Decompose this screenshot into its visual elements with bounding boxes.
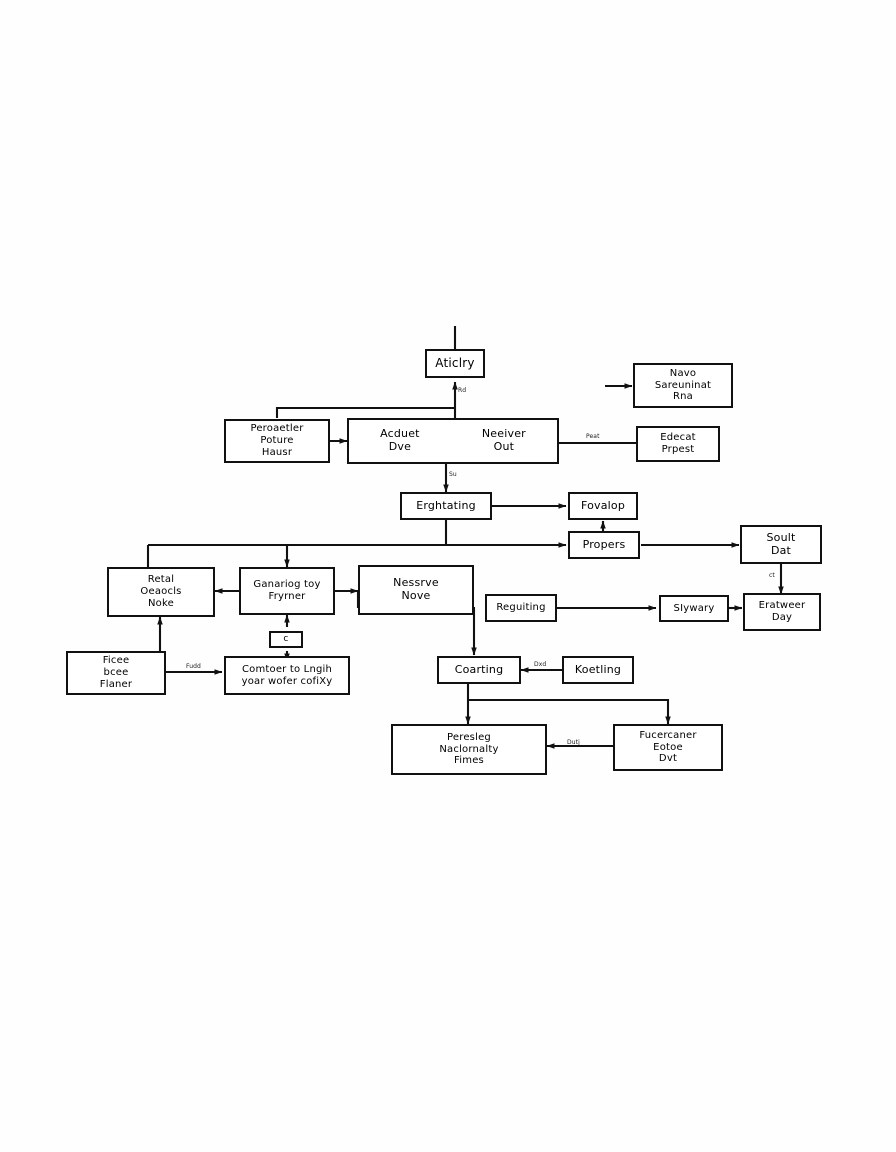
node-peroaetler-line-3: Hausr [261,446,293,458]
node-eratweer-line-2: Day [771,612,793,623]
edge-label-peat: Peat [586,433,600,440]
node-tiny-line-1: c [283,634,289,645]
node-retal-line-3: Noke [148,597,174,609]
node-ganariog-line-1: Ganariog toy [253,579,321,591]
node-peresleg-line-2: Naclornalty [439,743,499,755]
node-acduet-line-2: Dve [388,440,412,453]
edge-label-su: Su [449,471,457,478]
node-acduet-neeiver[interactable]: Acduet Dve Neeiver Out [347,418,559,464]
node-eratweer-line-1: Eratweer [758,600,806,612]
node-ficee-bcee-flaner[interactable]: Ficee bcee Flaner [66,651,166,695]
node-nessrve-nove[interactable]: Nessrve Nove [358,565,474,615]
node-comtoer-line-2: yoar wofer cofiXy [241,675,333,687]
node-peroaetler-line-1: Peroaetler [250,423,304,435]
node-retal-line-2: Oeaocls [140,586,182,598]
node-retal-oeaocls-noke[interactable]: Retal Oeaocls Noke [107,567,215,617]
node-navo-line-2: Sareuninat [654,379,712,391]
node-reguiting[interactable]: Reguiting [485,594,557,622]
node-soult-line-1: Soult [766,530,796,544]
node-peresleg-line-1: Peresleg [447,731,491,743]
node-propers[interactable]: Propers [568,531,640,559]
node-navo-sareuninat-rna[interactable]: Navo Sareuninat Rna [633,363,733,408]
node-edecat-prpest[interactable]: Edecat Prpest [636,426,720,462]
node-nessrve-line-2: Nove [401,589,431,602]
node-peresleg-naclornalty-fimes[interactable]: Peresleg Naclornalty Fimes [391,724,547,775]
node-comtoer-line-1: Comtoer to Lngih [241,663,333,675]
node-coarting[interactable]: Coarting [437,656,521,684]
node-aticlry-line-1: Aticlry [435,356,475,371]
node-acduet-line-1: Acduet [380,427,420,441]
node-reguiting-line-1: Reguiting [496,602,546,614]
node-ficee-line-1: Ficee [102,655,130,667]
edge-loop-to-peroaetler [275,406,456,418]
edge-label-fudd: Fudd [186,663,201,670]
node-comtoer-lngih[interactable]: Comtoer to Lngih yoar wofer cofiXy [224,656,350,695]
node-aticlry[interactable]: Aticlry [425,349,485,378]
node-navo-line-1: Navo [669,367,697,379]
node-sIywary[interactable]: SIywary [659,595,729,622]
edge-label-dutj: Dutj [567,739,580,746]
node-neeiver-line-2: Out [493,440,515,453]
node-ganariog-line-2: Fryrner [268,591,306,602]
node-peresleg-line-3: Fimes [454,755,484,767]
node-fucercaner-eotoe-dvt[interactable]: Fucercaner Eotoe Dvt [613,724,723,771]
node-edecat-line-2: Prpest [661,444,695,455]
node-fovalop-line-1: Fovalop [580,498,626,512]
edge-label-dxd: Dxd [534,661,547,668]
node-fovalop[interactable]: Fovalop [568,492,638,520]
node-edecat-line-1: Edecat [660,432,696,444]
node-erghtating-line-1: Erghtating [416,498,476,512]
edge-coarting-to-fucercaner [468,698,671,725]
node-acduet-group: Acduet Dve [380,427,420,454]
edge-erghtating-to-propers [444,520,567,548]
edge-label-ct: ct [769,572,775,579]
node-peroaetler-line-2: Poture [260,435,294,447]
node-sIywary-line-1: SIywary [673,602,715,614]
node-fucercaner-line-2: Eotoe [653,741,683,753]
node-peroaetler-poture-hausr[interactable]: Peroaetler Poture Hausr [224,419,330,463]
node-fucercaner-line-3: Dvt [658,753,678,765]
node-fucercaner-line-1: Fucercaner [639,729,697,741]
node-eratweer-day[interactable]: Eratweer Day [743,593,821,631]
node-koetling-line-1: Koetling [574,662,622,676]
node-neeiver-line-1: Neeiver [481,427,526,441]
node-ficee-line-2: bcee [103,667,129,679]
node-retal-line-1: Retal [147,574,175,586]
node-propers-line-1: Propers [582,537,626,551]
node-tiny-connector[interactable]: c [269,631,303,648]
node-soult-dat[interactable]: Soult Dat [740,525,822,564]
node-navo-line-3: Rna [672,391,693,403]
node-koetling[interactable]: Koetling [562,656,634,684]
edge-label-rd: Rd [458,387,467,394]
node-erghtating[interactable]: Erghtating [400,492,492,520]
node-coarting-line-1: Coarting [454,662,504,676]
node-neeiver-group: Neeiver Out [481,427,526,454]
node-nessrve-line-1: Nessrve [393,576,439,590]
node-ganariog-toy-fryrner[interactable]: Ganariog toy Fryrner [239,567,335,615]
node-soult-line-2: Dat [770,543,792,557]
node-ficee-line-3: Flaner [99,678,133,690]
